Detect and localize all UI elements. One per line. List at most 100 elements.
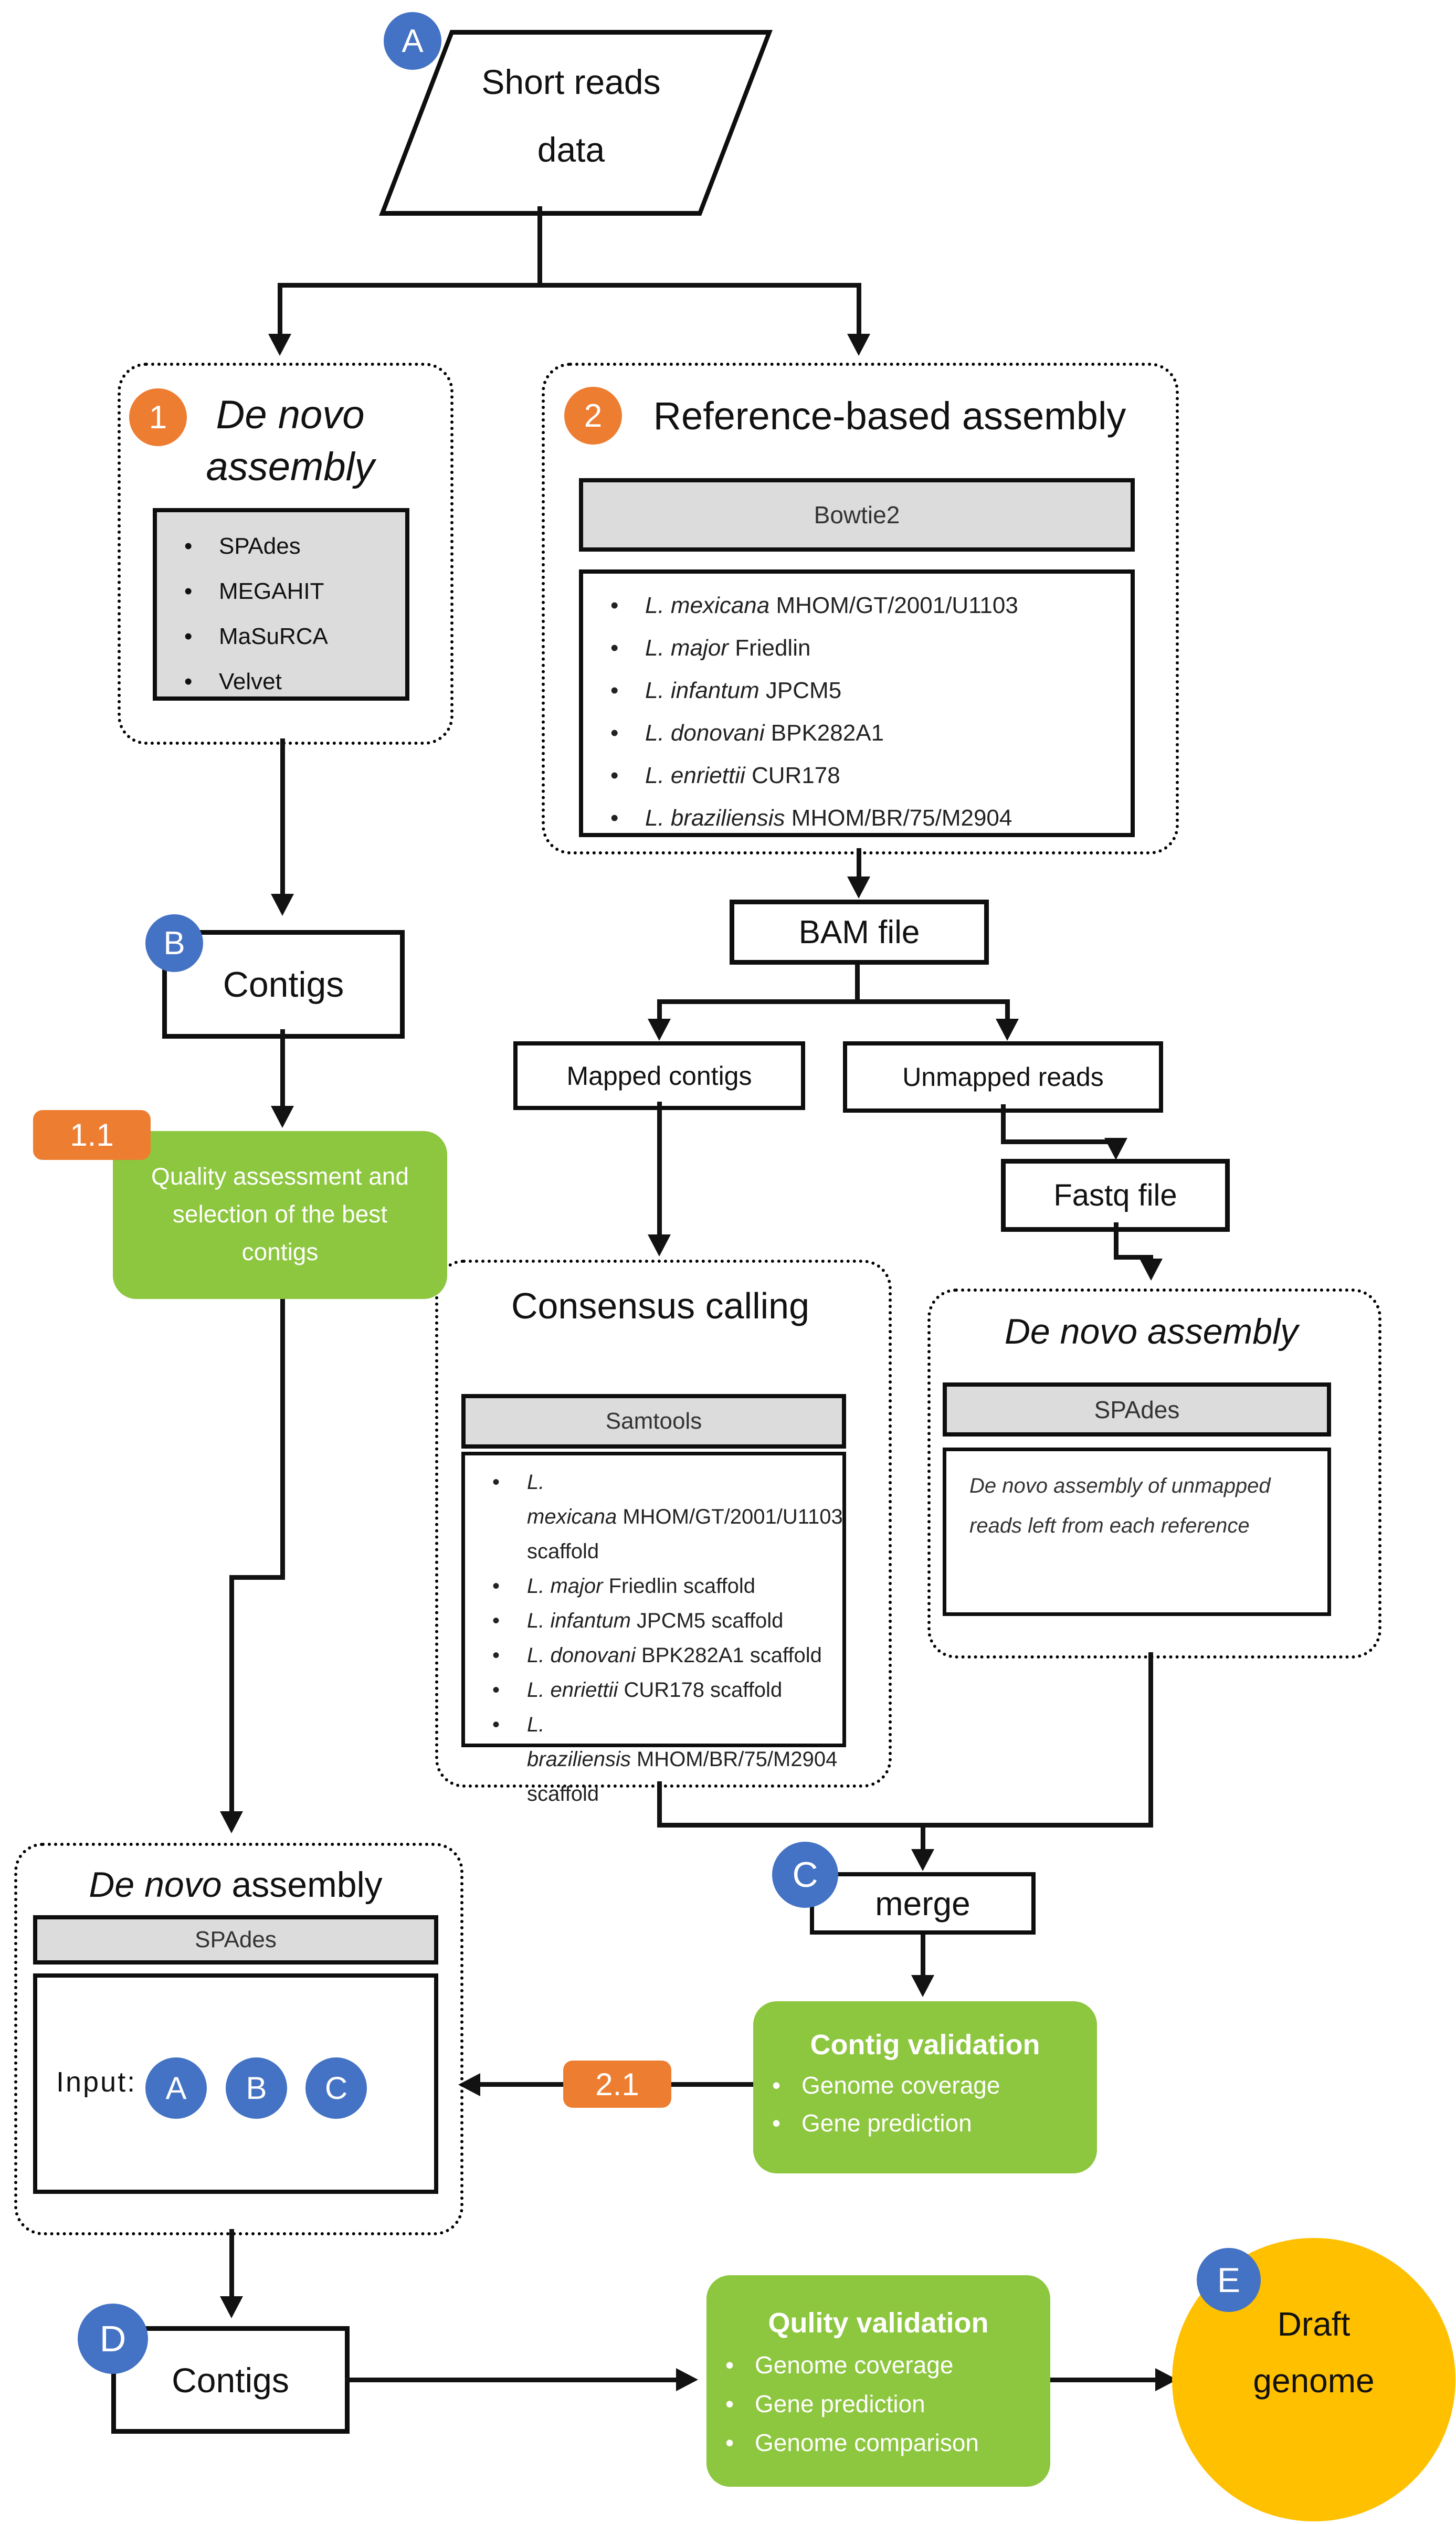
arrowhead-qa <box>271 1106 294 1128</box>
step2-label: 2 <box>584 397 603 434</box>
connector-contigsb-qa <box>280 1029 285 1107</box>
connector-qv-draft <box>1050 2378 1155 2382</box>
denovo-right-note-box: De novo assembly of unmapped reads left … <box>943 1448 1331 1616</box>
denovo-right-group-box <box>927 1289 1381 1659</box>
contigs-d-box: Contigs <box>111 2326 350 2434</box>
connector-denovoright-junction <box>1148 1652 1153 1828</box>
denovo1-tools-box: SPAdes MEGAHIT MaSuRCA Velvet <box>153 508 409 704</box>
quality-assessment-box: Quality assessment and selection of the … <box>113 1131 447 1299</box>
connector-junction <box>657 1823 1153 1828</box>
arrowhead-fastq <box>1104 1138 1127 1160</box>
input-badge-b: B <box>226 2057 287 2119</box>
spades-right-tool-box: SPAdes <box>943 1382 1331 1437</box>
short-reads-label: Short reads data <box>415 48 727 183</box>
reference-item: L. enriettii CUR178 <box>583 754 1131 797</box>
denovo-bottom-input-box: Input: A B C <box>33 1973 438 2194</box>
connector-unmapped-down <box>1001 1104 1006 1144</box>
connector-to-unmapped <box>1005 999 1010 1021</box>
arrowhead-bam <box>847 876 870 899</box>
qa-line3: contigs <box>241 1238 319 1265</box>
consensus-item: L. infantum JPCM5 scaffold <box>465 1603 835 1638</box>
badge-c-label: C <box>792 1855 818 1895</box>
input-badge-a: A <box>145 2057 207 2119</box>
bam-file-label: BAM file <box>798 914 920 951</box>
draft-line2: genome <box>1253 2362 1375 2400</box>
denovo1-tool-item: SPAdes <box>157 524 405 569</box>
arrowhead-qv <box>676 2368 698 2391</box>
bam-file-box: BAM file <box>730 900 989 965</box>
contigs-d-label: Contigs <box>172 2360 289 2400</box>
qa-line1: Quality assessment and <box>151 1163 409 1190</box>
arrowhead-bottom-denovo <box>220 1811 243 1833</box>
fastq-file-box: Fastq file <box>1001 1159 1230 1232</box>
badge-a-label: A <box>402 23 424 59</box>
refassembly-title: Reference-based assembly <box>653 394 1126 438</box>
mapped-contigs-label: Mapped contigs <box>566 1061 752 1091</box>
consensus-item: L. major Friedlin scaffold <box>465 1569 835 1603</box>
step11-badge: 1.1 <box>33 1110 151 1160</box>
connector-qa-down2 <box>229 1575 234 1812</box>
arrowhead-to-box2 <box>847 334 870 356</box>
denovo1-title-line1: De novo <box>216 393 365 437</box>
quality-validation-item: Gene prediction <box>706 2384 1050 2423</box>
input-label: Input: <box>56 2066 137 2098</box>
quality-validation-item: Genome comparison <box>706 2423 1050 2462</box>
short-reads-line1: Short reads <box>481 62 661 101</box>
unmapped-reads-label: Unmapped reads <box>902 1062 1104 1092</box>
connector-merge-cv <box>921 1935 925 1977</box>
reference-item: L. braziliensis MHOM/BR/75/M2904 <box>583 797 1131 839</box>
connector-junction-merge <box>921 1823 925 1852</box>
reference-item: L. infantum JPCM5 <box>583 669 1131 712</box>
denovo1-tool-item: Velvet <box>157 659 405 704</box>
step2-badge: 2 <box>564 387 622 445</box>
denovo1-tool-item: MaSuRCA <box>157 614 405 659</box>
badge-e-label: E <box>1217 2261 1241 2299</box>
arrowhead-to-box1 <box>268 334 291 356</box>
arrowhead-consensus <box>648 1234 671 1256</box>
reference-item: L. donovani BPK282A1 <box>583 712 1131 754</box>
short-reads-line2: data <box>537 130 605 169</box>
arrowhead-contigsb <box>271 894 294 916</box>
quality-validation-box: Qulity validation Genome coverage Gene p… <box>706 2275 1050 2487</box>
reference-item: L. mexicana MHOM/GT/2001/U1103 <box>583 584 1131 627</box>
denovo1-title: De novo assembly <box>133 389 447 493</box>
node-badge-d: D <box>78 2304 148 2374</box>
contig-validation-title: Contig validation <box>810 2029 1040 2061</box>
connector-denovobottom-contigsd <box>229 2229 234 2297</box>
consensus-item: L. enriettii CUR178 scaffold <box>465 1673 835 1707</box>
badge-d-label: D <box>99 2318 126 2359</box>
denovo-right-note2: reads left from each reference <box>969 1514 1250 1537</box>
node-badge-c: C <box>772 1842 838 1908</box>
quality-validation-item: Genome coverage <box>706 2346 1050 2384</box>
consensus-item: L. donovani BPK282A1 scaffold <box>465 1638 835 1673</box>
denovo1-group-box <box>118 363 453 745</box>
node-badge-a: A <box>384 12 441 70</box>
mapped-contigs-box: Mapped contigs <box>513 1041 805 1110</box>
bowtie2-label: Bowtie2 <box>814 501 900 529</box>
samtools-tool-box: Samtools <box>461 1394 846 1449</box>
fastq-file-label: Fastq file <box>1053 1178 1177 1212</box>
denovo-bottom-group-box <box>14 1843 463 2235</box>
node-badge-b: B <box>145 914 203 972</box>
contigs-b-label: Contigs <box>223 964 344 1005</box>
arrowhead-contigsd <box>220 2296 243 2318</box>
connector-to-box2 <box>857 283 861 335</box>
connector-qa-jog <box>229 1575 285 1580</box>
draft-line1: Draft <box>1277 2305 1351 2343</box>
connector-unmapped-right <box>1001 1139 1119 1144</box>
connector-consensus-junction <box>657 1781 662 1828</box>
input-badge-c: C <box>305 2057 367 2119</box>
badge-b-label: B <box>163 925 185 962</box>
connector-box2-bam <box>857 848 861 878</box>
contig-validation-item: Genome coverage <box>753 2066 1097 2104</box>
arrowhead-denovo-right <box>1140 1259 1163 1281</box>
step1-badge: 1 <box>129 388 187 446</box>
merge-label: merge <box>875 1884 970 1923</box>
contig-validation-item: Gene prediction <box>753 2104 1097 2142</box>
reference-item: L. major Friedlin <box>583 627 1131 669</box>
denovo-right-note1: De novo assembly of unmapped <box>969 1474 1271 1497</box>
quality-validation-title: Qulity validation <box>768 2307 989 2339</box>
connector-stem-top <box>537 206 542 285</box>
connector-fastq-right <box>1114 1255 1153 1260</box>
connector-to-box1 <box>278 283 282 335</box>
